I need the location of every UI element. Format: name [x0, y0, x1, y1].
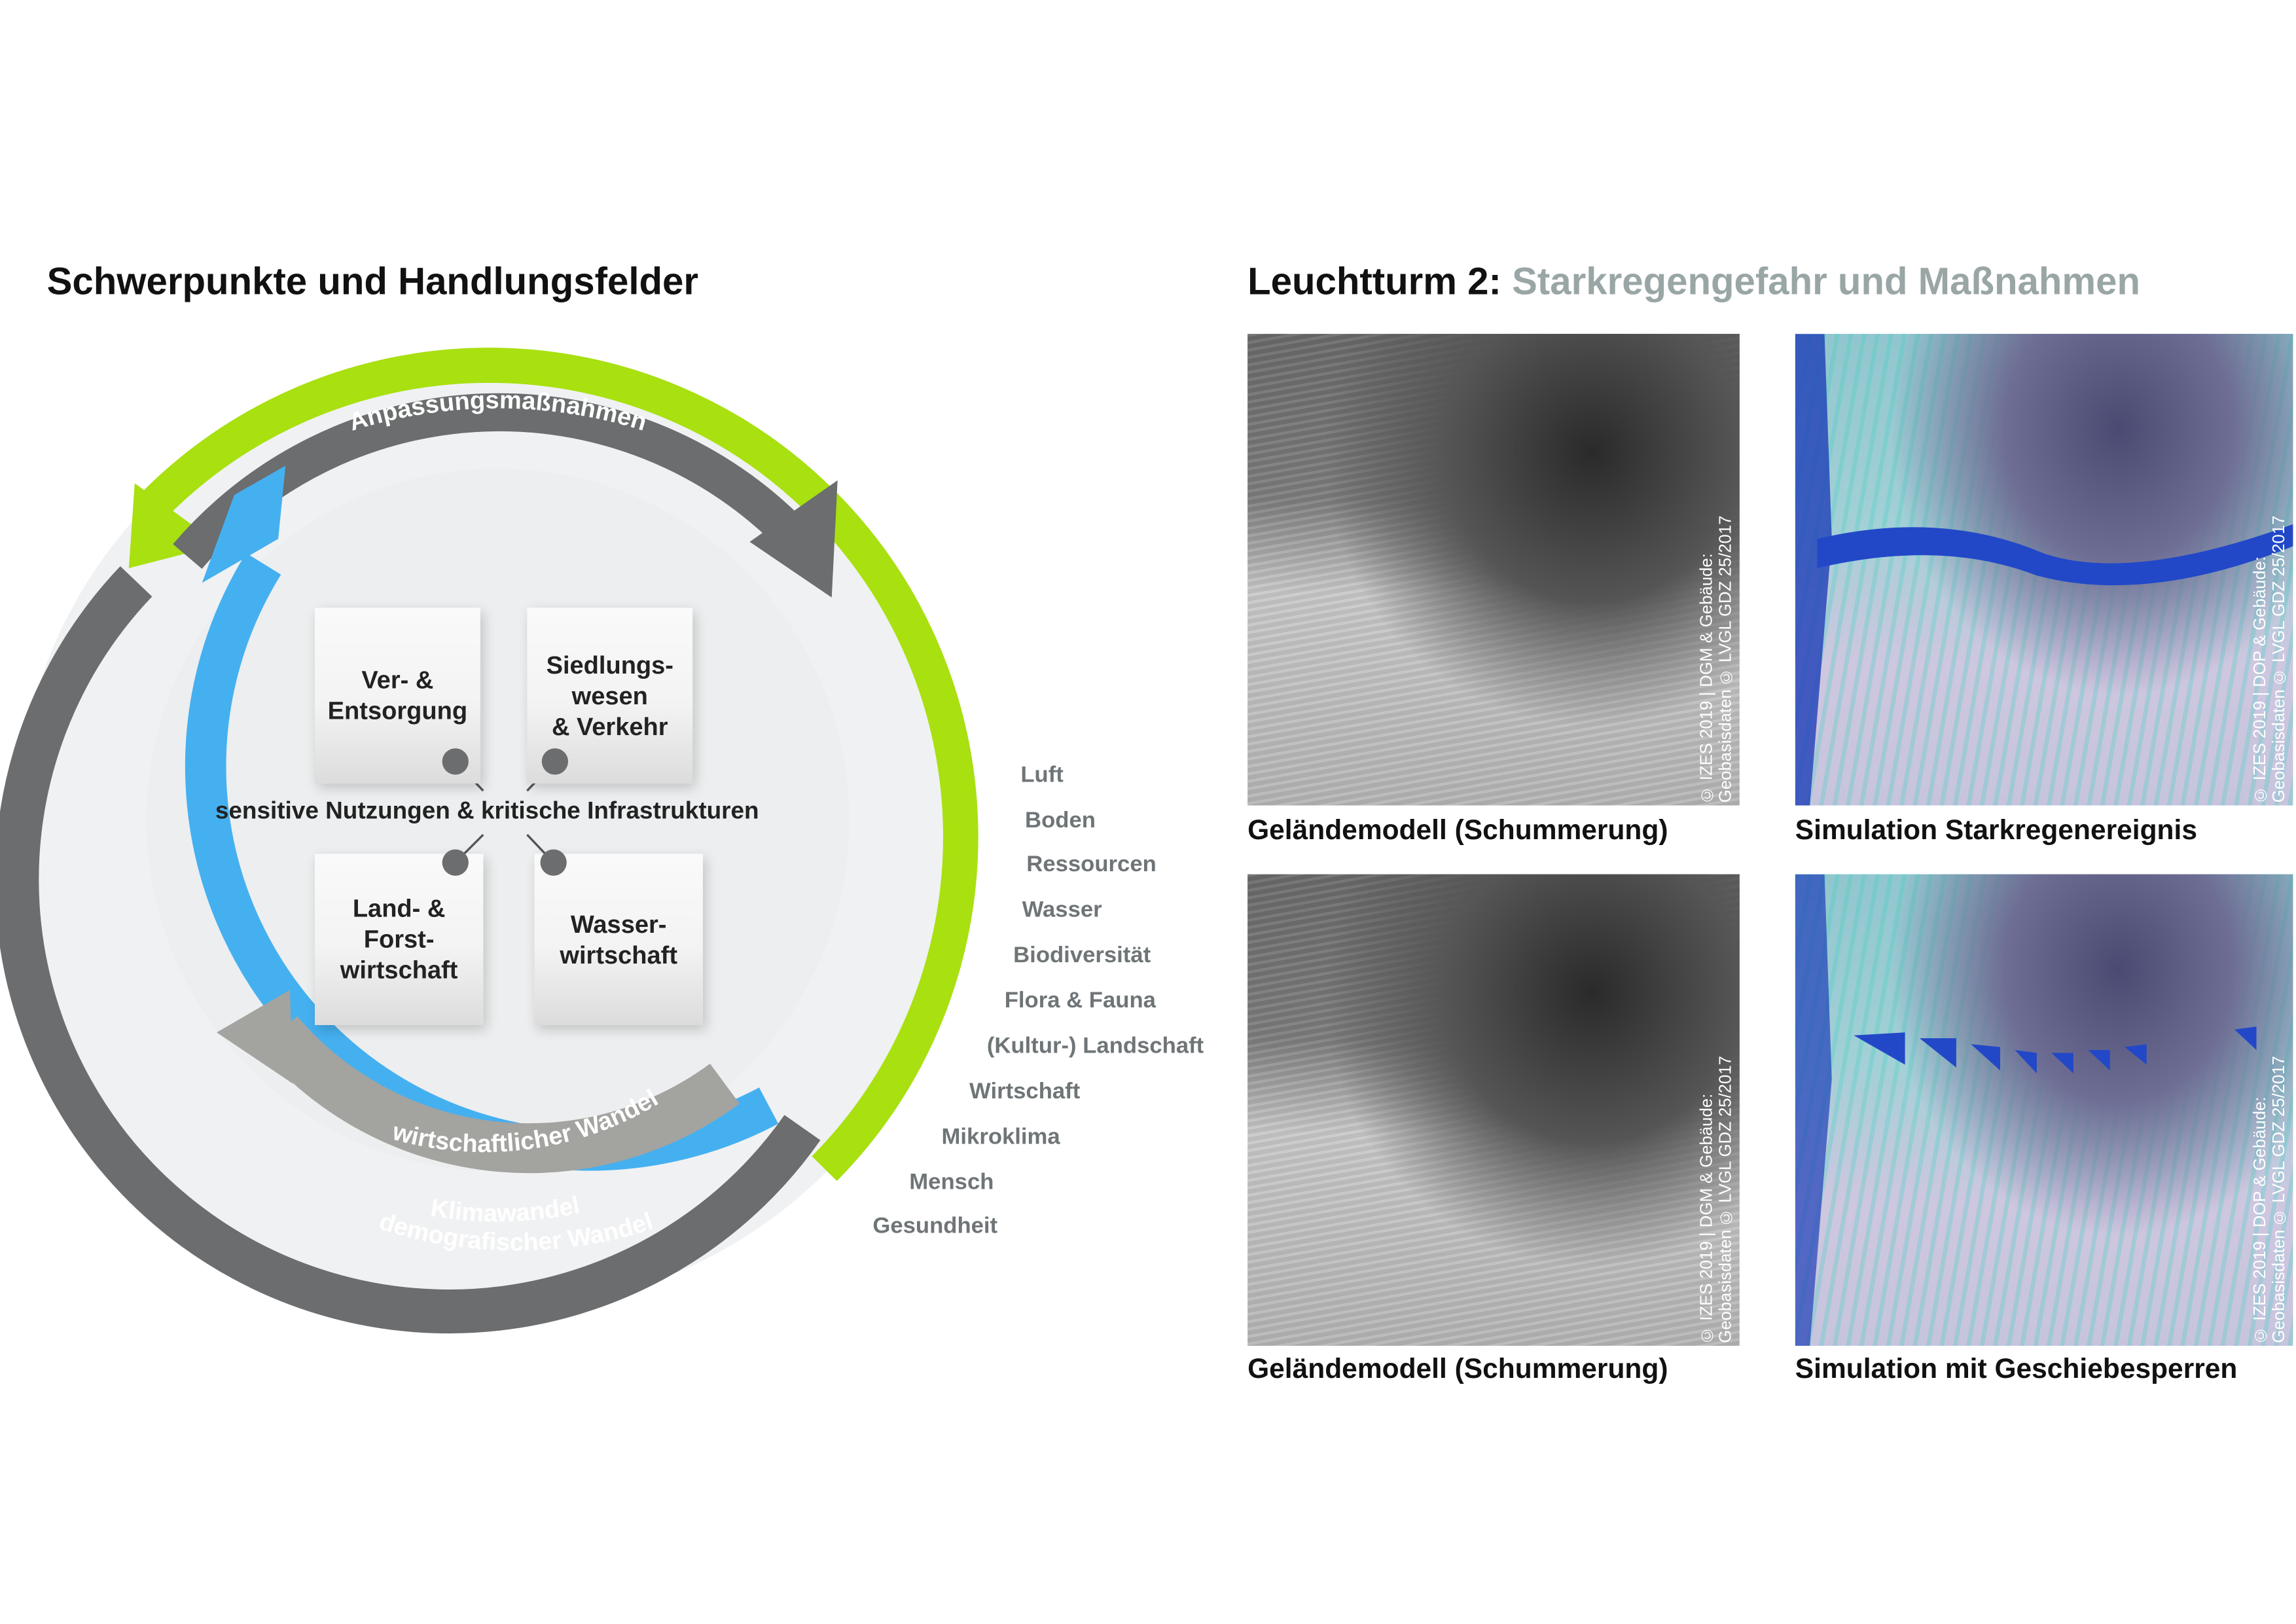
flood-channel	[1795, 334, 2293, 806]
box-agriculture-forestry: Land- &Forst-wirtschaft	[314, 854, 484, 1026]
topic-item: Mensch	[909, 1170, 994, 1195]
heavy-rain-simulation-map: © IZES 2019 | DOP & Gebäude:Geobasisdate…	[1795, 334, 2293, 806]
box-settlement-traffic: Siedlungs-wesen& Verkehr	[527, 607, 693, 784]
topic-item: Boden	[1025, 808, 1096, 833]
right-title-accent: Starkregengefahr und Maßnahmen	[1512, 259, 2141, 304]
topic-item: Flora & Fauna	[1004, 988, 1156, 1014]
economic-change-arc	[259, 1016, 740, 1174]
map-caption: Simulation mit Geschiebesperren	[1795, 1354, 2238, 1386]
topic-item: Wasser	[1022, 897, 1102, 923]
economic-arrowhead	[217, 990, 293, 1084]
map-caption: Geländemodell (Schummerung)	[1247, 1354, 1668, 1386]
topic-item: Mikroklima	[941, 1125, 1060, 1150]
topic-item: (Kultur-) Landschaft	[986, 1034, 1204, 1059]
map-copyright: © IZES 2019 | DOP & Gebäude:Geobasisdate…	[2251, 1055, 2289, 1343]
dark-cycle-arrowhead	[749, 480, 838, 598]
map-copyright: © IZES 2019 | DGM & Gebäude:Geobasisdate…	[1698, 515, 1736, 803]
flood-barriers	[1795, 874, 2257, 1346]
right-title-prefix: Leuchtturm 2:	[1247, 259, 1501, 304]
topic-item: Luft	[1020, 763, 1064, 788]
right-title: Leuchtturm 2: Starkregengefahr und Maßna…	[1247, 259, 2140, 304]
map-caption: Geländemodell (Schummerung)	[1247, 816, 1668, 847]
map-caption: Simulation Starkregenereignis	[1795, 816, 2197, 847]
map-copyright: © IZES 2019 | DGM & Gebäude:Geobasisdate…	[1698, 1055, 1736, 1343]
terrain-model-map: © IZES 2019 | DGM & Gebäude:Geobasisdate…	[1247, 334, 1740, 806]
debris-barrier-simulation-map: © IZES 2019 | DOP & Gebäude:Geobasisdate…	[1795, 874, 2293, 1346]
climate-arrowhead	[202, 465, 286, 583]
terrain-model-map: © IZES 2019 | DGM & Gebäude:Geobasisdate…	[1247, 874, 1740, 1346]
center-label: sensitive Nutzungen & kritische Infrastr…	[215, 798, 759, 825]
box-water-management: Wasser-wirtschaft	[534, 854, 703, 1026]
topic-item: Ressourcen	[1026, 852, 1157, 878]
topic-item: Biodiversität	[1013, 943, 1151, 968]
demographic-change-arc	[0, 566, 821, 1334]
left-title: Schwerpunkte und Handlungsfelder	[46, 259, 699, 304]
topic-item: Wirtschaft	[969, 1079, 1081, 1104]
connector-dots	[442, 748, 569, 876]
topic-item: Gesundheit	[872, 1214, 998, 1239]
map-copyright: © IZES 2019 | DOP & Gebäude:Geobasisdate…	[2251, 515, 2289, 803]
